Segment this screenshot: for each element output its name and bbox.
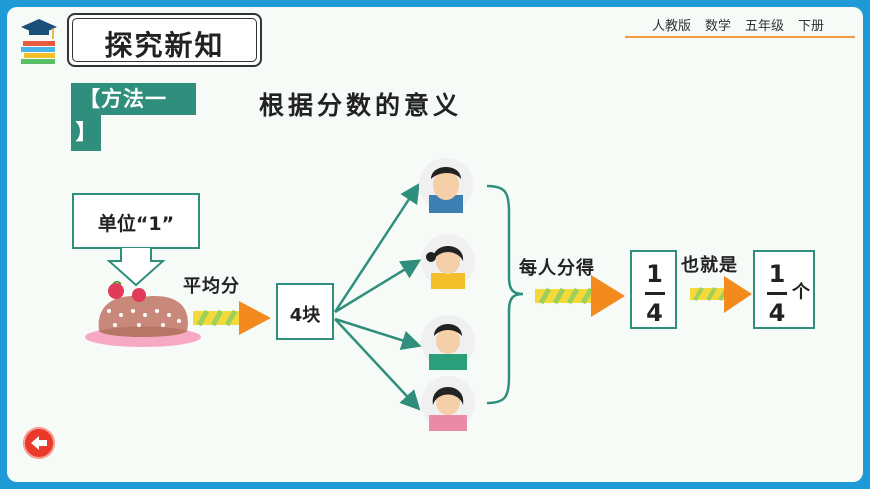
top-nav: 人教版 数学 五年级 下册: [652, 15, 824, 34]
striped-arrow-icon: [535, 275, 625, 317]
denominator: 4: [646, 298, 663, 327]
cake-icon: [85, 281, 201, 347]
page-title: 探究新知: [104, 29, 225, 62]
grouping-brace: [486, 184, 524, 405]
numerator: 1: [768, 260, 786, 288]
books-graduation-cap-icon: [21, 19, 57, 64]
method-tag: 【方法一: [71, 83, 196, 115]
nav-publisher[interactable]: 人教版: [652, 19, 692, 34]
unit-measure-word: 个: [792, 282, 810, 303]
back-arrow-icon[interactable]: [23, 427, 55, 459]
slide: 探究新知 人教版 数学 五年级 下册 【方法一 】 根据分数的意义 单位“1” …: [7, 7, 863, 482]
method-subtitle: 根据分数的意义: [259, 91, 463, 120]
denominator: 4: [768, 298, 786, 327]
nav-underline: [625, 36, 855, 38]
also-label: 也就是: [681, 255, 738, 276]
callout-arrow-icon: [107, 247, 166, 287]
girl-avatar-2: [421, 376, 475, 431]
each-gets-label: 每人分得: [519, 258, 595, 279]
pieces-box: 4块: [276, 283, 334, 340]
boy-avatar-2: [421, 315, 475, 370]
boy-avatar: [419, 158, 473, 213]
pieces-label: 4块: [289, 305, 321, 326]
fraction-box-1: 1 4: [630, 250, 677, 329]
girl-avatar: [421, 234, 475, 289]
title-box: 探究新知: [67, 13, 262, 67]
unit-callout: 单位“1”: [72, 193, 200, 249]
fraction-one-quarter: 1 4: [632, 260, 677, 327]
distribution-arrows: [333, 182, 422, 411]
striped-arrow-icon: [690, 276, 752, 313]
striped-arrow-icon: [193, 301, 271, 335]
nav-volume[interactable]: 下册: [798, 19, 825, 34]
numerator: 1: [646, 260, 663, 288]
divide-label: 平均分: [183, 276, 240, 297]
method-tag-end: 】: [71, 115, 101, 151]
fraction-box-2: 1 4 个: [753, 250, 815, 329]
nav-subject[interactable]: 数学: [705, 19, 732, 34]
unit-label: 单位“1”: [97, 213, 175, 235]
fraction-one-quarter-unit: 1 4: [759, 260, 795, 327]
nav-grade[interactable]: 五年级: [745, 19, 785, 34]
